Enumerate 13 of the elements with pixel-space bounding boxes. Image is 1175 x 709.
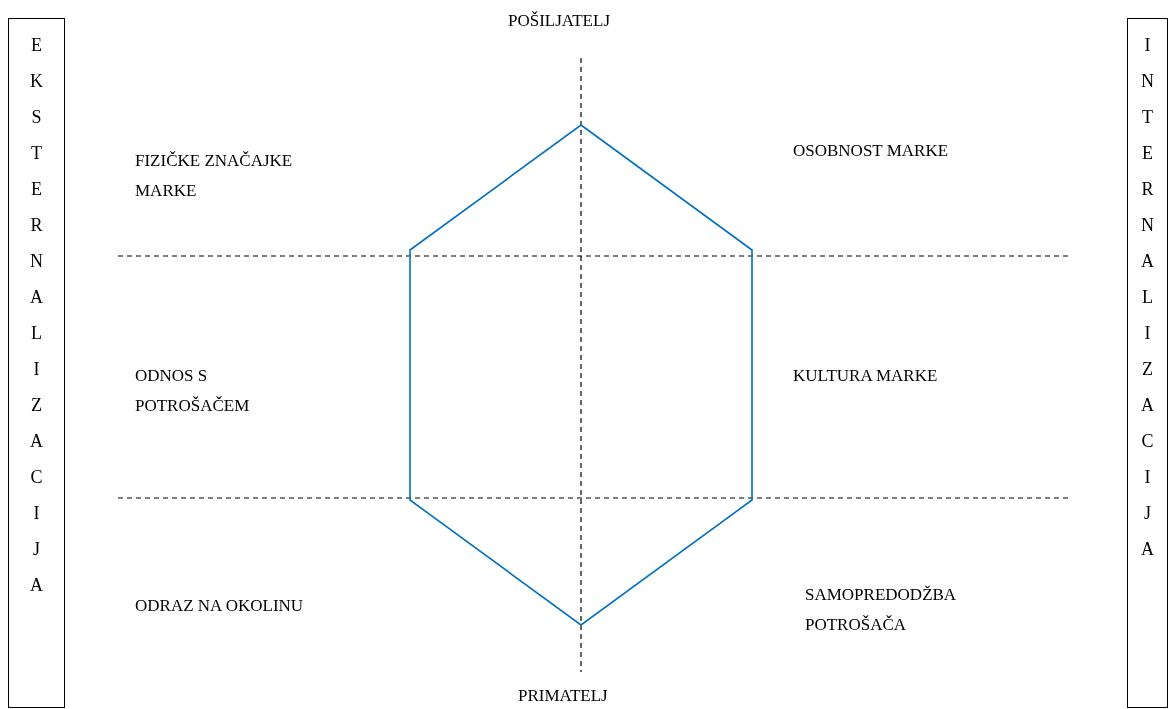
prism-facet-label: ODNOS S POTROŠAČEM [135,365,251,417]
vertical-label: INTERNALIZACIJA [1140,34,1155,561]
prism-facet-label: OSOBNOST MARKE [793,140,949,162]
axis-label: POŠILJATELJ [508,10,610,32]
prism-facet-label: KULTURA MARKE [793,365,938,387]
prism-facet-label: ODRAZ NA OKOLINU [135,595,304,617]
axis-label: PRIMATELJ [518,685,608,707]
hexagon-prism [409,124,753,626]
vertical-label: EKSTERNALIZACIJA [29,34,44,597]
vertical-label-box [1127,18,1168,708]
prism-facet-label: SAMOPREDODŽBA POTROŠAČA [805,584,957,636]
vertical-label-box [8,18,65,708]
prism-facet-label: FIZIČKE ZNAČAJKE MARKE [135,150,294,202]
